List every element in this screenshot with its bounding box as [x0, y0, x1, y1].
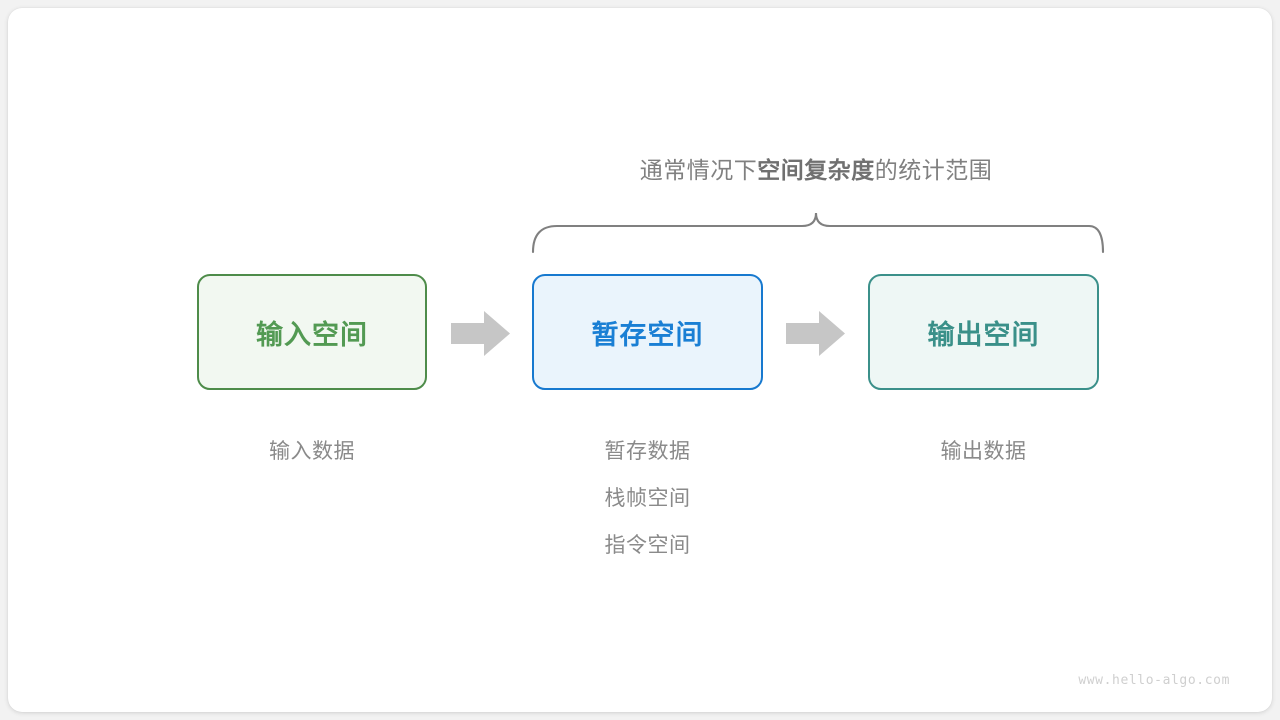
brace-caption-prefix: 通常情况下	[639, 157, 758, 183]
caption-item: 栈帧空间	[604, 487, 691, 510]
box-input-space: 输入空间	[197, 274, 427, 390]
caption-list-output-space: 输出数据	[868, 428, 1099, 475]
brace-caption-emphasis: 空间复杂度	[757, 157, 875, 183]
box-temp-space: 暂存空间	[532, 274, 763, 390]
brace-caption-suffix: 的统计范围	[874, 157, 993, 183]
watermark: www.hello-algo.com	[1078, 673, 1230, 688]
arrow-right-icon-input-to-temp	[451, 311, 510, 356]
diagram-card: 通常情况下空间复杂度的统计范围 输入空间 暂存空间 输出空间 输入数据 暂存数据	[8, 8, 1272, 712]
caption-item: 暂存数据	[604, 440, 691, 463]
caption-item: 输入数据	[269, 440, 355, 463]
caption-item: 指令空间	[604, 534, 691, 557]
box-temp-space-label: 暂存空间	[591, 319, 704, 350]
box-output-space: 输出空间	[868, 274, 1099, 390]
brace-caption: 通常情况下空间复杂度的统计范围	[533, 151, 1099, 185]
caption-list-input-space: 输入数据	[197, 428, 427, 475]
box-input-space-label: 输入空间	[256, 319, 368, 350]
curly-brace	[531, 212, 1105, 254]
arrow-right-icon-temp-to-output	[786, 311, 845, 356]
caption-list-temp-space: 暂存数据 栈帧空间 指令空间	[532, 428, 763, 569]
caption-item: 输出数据	[940, 440, 1027, 463]
box-output-space-label: 输出空间	[927, 319, 1040, 350]
